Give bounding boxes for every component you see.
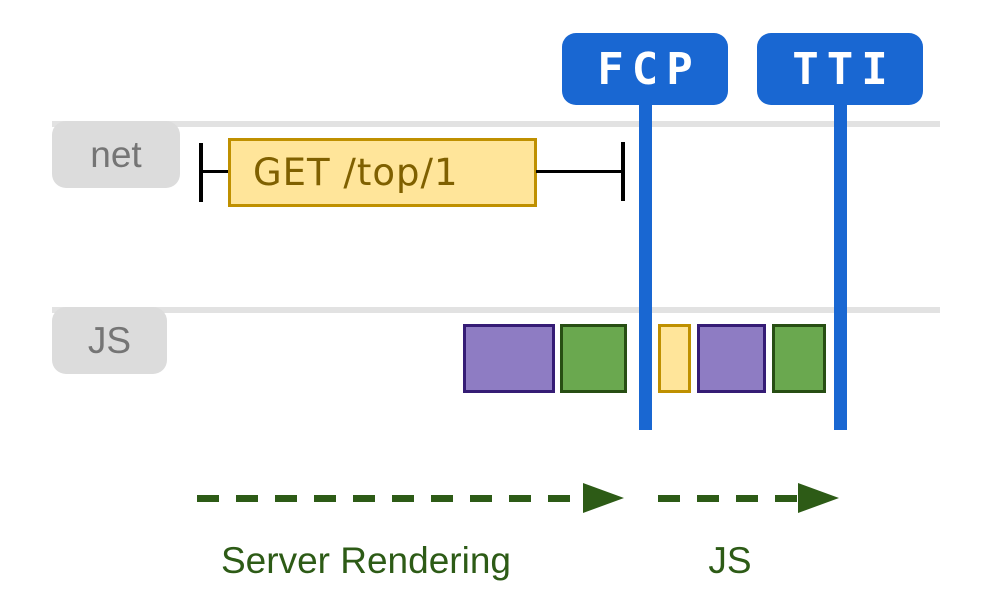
net-lane-label: net [90,134,142,175]
server-rendering-arrowhead-icon [583,483,624,513]
tti-badge-label: TTI [792,43,896,95]
js-lane-line [52,307,940,313]
network-request-bar: GET /top/1 [228,138,537,207]
tti-marker-line [834,104,847,430]
js-block-purple [697,324,766,393]
server-rendering-arrow-dashes [197,495,583,502]
request-start-tick [199,143,203,202]
request-start-connector [203,170,229,173]
fcp-badge: FCP [562,33,728,105]
js-block-green [772,324,826,393]
network-request-label: GET /top/1 [253,151,459,194]
js-lane-label: JS [87,320,132,361]
server-rendering-phase-label: Server Rendering [221,540,511,581]
js-phase-label: JS [708,540,752,581]
js-lane-tab: JS [52,307,167,374]
tti-badge: TTI [757,33,923,105]
js-block-yellow [658,324,691,393]
js-phase-arrow-dashes [658,495,798,502]
fcp-marker-line [639,104,652,430]
js-block-purple [463,324,555,393]
request-end-connector [536,170,622,173]
js-block-green [560,324,627,393]
fcp-badge-label: FCP [597,43,701,95]
net-lane-tab: net [52,121,180,188]
js-phase-arrowhead-icon [798,483,839,513]
request-end-tick [621,142,625,201]
net-lane-line [52,121,940,127]
